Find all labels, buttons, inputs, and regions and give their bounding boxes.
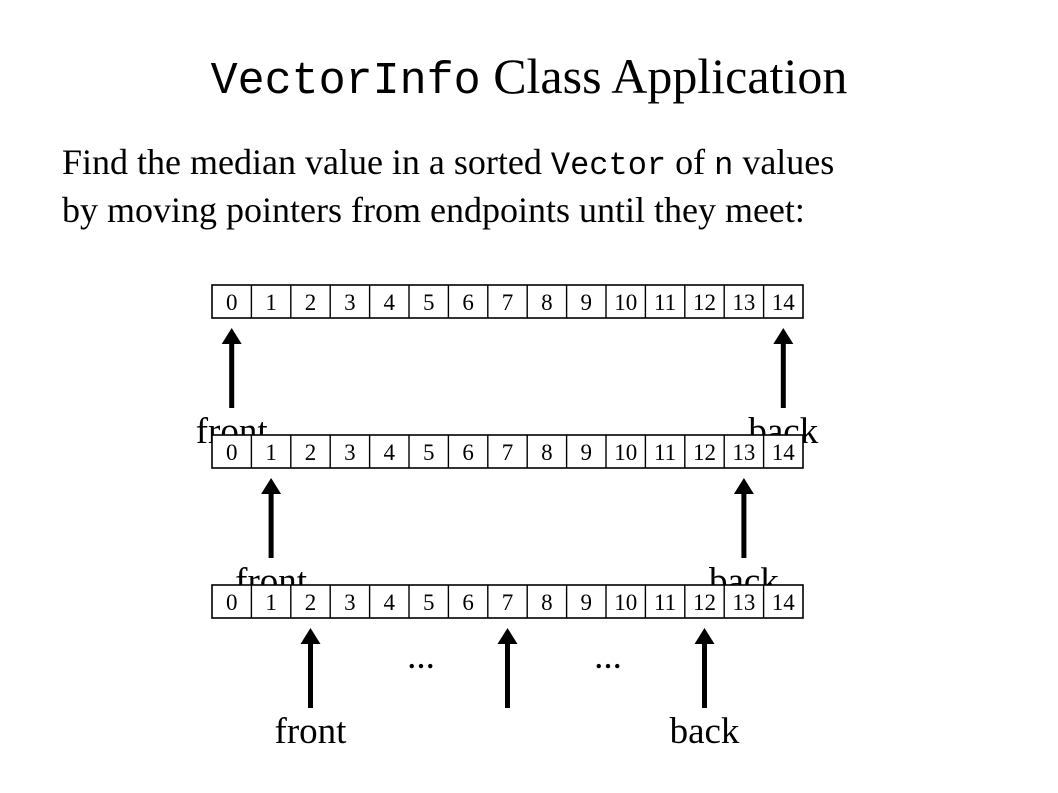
array-cell-8: 8 (541, 590, 553, 615)
back-pointer-arrow (694, 628, 715, 708)
array-outline (211, 434, 804, 469)
array-cell-13: 13 (732, 290, 755, 315)
array-cell-0: 0 (226, 590, 238, 615)
ellipsis-1: ... (407, 636, 435, 677)
array-cell-0: 0 (226, 440, 238, 465)
description-line-2: by moving pointers from endpoints until … (62, 190, 805, 230)
array-cell-5: 5 (423, 290, 435, 315)
array-cell-13: 13 (732, 590, 755, 615)
array-cell-1: 1 (265, 290, 277, 315)
title-text: Class Application (493, 48, 848, 104)
array-cell-14: 14 (772, 290, 796, 315)
array-cell-2: 2 (305, 290, 317, 315)
array-cell-12: 12 (693, 440, 716, 465)
array-cell-3: 3 (344, 440, 356, 465)
arrow-head (773, 328, 794, 344)
array-cell-9: 9 (581, 590, 593, 615)
array-cell-9: 9 (581, 290, 593, 315)
desc-text-c: values (733, 142, 835, 182)
array-cell-5: 5 (423, 440, 435, 465)
array-cell-12: 12 (693, 590, 716, 615)
arrow-head (733, 478, 754, 494)
array-cell-4: 4 (384, 440, 396, 465)
array-cell-7: 7 (502, 440, 514, 465)
array-cell-12: 12 (693, 290, 716, 315)
desc-code-vector: Vector (550, 147, 667, 184)
arrow-head (694, 628, 715, 644)
desc-text-b: of (666, 142, 715, 182)
slide-title: VectorInfo Class Application (0, 48, 1058, 110)
array-cell-7: 7 (502, 590, 514, 615)
median-pointer-arrow (497, 628, 518, 708)
arrow-head (261, 478, 282, 494)
front-pointer-arrow (261, 478, 282, 558)
desc-text-a: Find the median value in a sorted (62, 142, 551, 182)
arrow-head (221, 328, 242, 344)
array-cell-11: 11 (654, 290, 676, 315)
array-cell-6: 6 (462, 440, 474, 465)
array-cell-14: 14 (772, 590, 796, 615)
array-cell-6: 6 (462, 290, 474, 315)
array-cell-10: 10 (614, 590, 637, 615)
array-cell-7: 7 (502, 290, 514, 315)
array-cell-5: 5 (423, 590, 435, 615)
array-outline (211, 584, 804, 619)
array-cell-0: 0 (226, 290, 238, 315)
title-code: VectorInfo (210, 56, 481, 107)
back-label: back (670, 711, 740, 752)
ellipsis-2: ... (594, 636, 622, 677)
front-pointer-arrow (300, 628, 321, 708)
array-cell-11: 11 (654, 440, 676, 465)
back-pointer-arrow (773, 328, 794, 408)
front-pointer-arrow (221, 328, 242, 408)
array-cell-10: 10 (614, 290, 637, 315)
array-cell-2: 2 (305, 590, 317, 615)
array-cell-8: 8 (541, 290, 553, 315)
array-cell-1: 1 (265, 590, 277, 615)
array-outline (211, 284, 804, 319)
array-cell-9: 9 (581, 440, 593, 465)
arrow-head (300, 628, 321, 644)
arrow-head (497, 628, 518, 644)
array-cell-1: 1 (265, 440, 277, 465)
front-label: front (275, 711, 348, 752)
array-cell-3: 3 (344, 290, 356, 315)
array-cell-11: 11 (654, 590, 676, 615)
array-cell-4: 4 (384, 290, 396, 315)
desc-code-n: n (714, 147, 734, 184)
array-cell-8: 8 (541, 440, 553, 465)
array-cell-14: 14 (772, 440, 796, 465)
array-cell-10: 10 (614, 440, 637, 465)
array-cell-3: 3 (344, 590, 356, 615)
description-line-1: Find the median value in a sorted Vector… (62, 140, 834, 188)
array-cell-2: 2 (305, 440, 317, 465)
array-cell-4: 4 (384, 590, 396, 615)
array-cell-6: 6 (462, 590, 474, 615)
array-cell-13: 13 (732, 440, 755, 465)
back-pointer-arrow (733, 478, 754, 558)
